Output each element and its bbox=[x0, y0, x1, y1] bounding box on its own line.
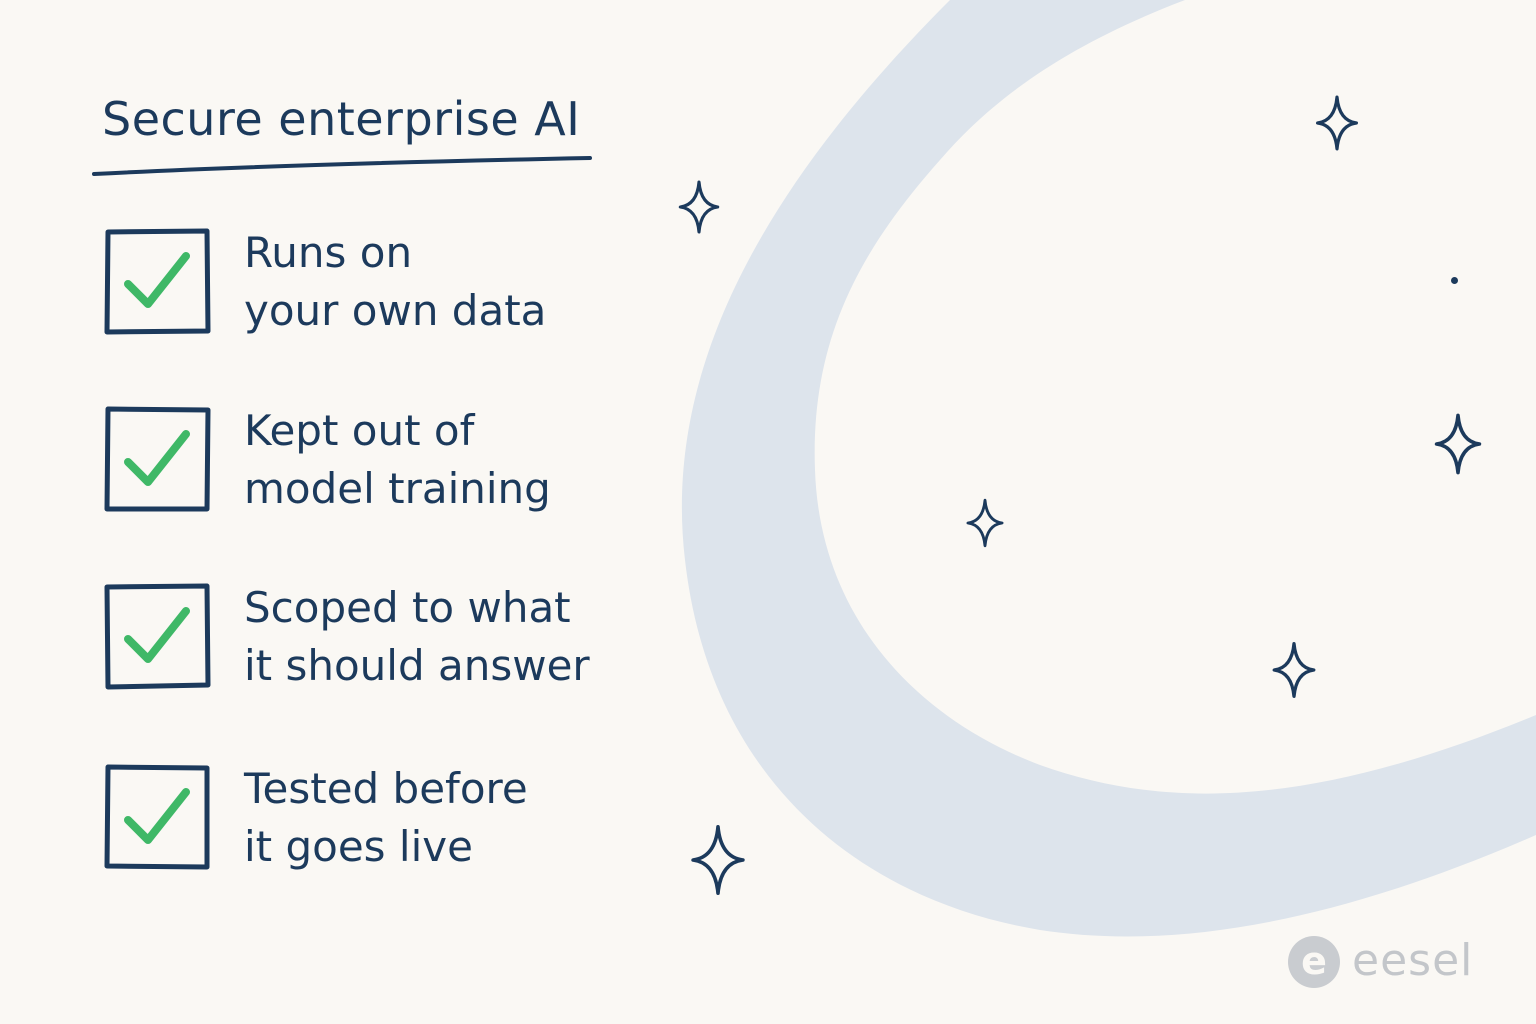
checklist-item-text: Scoped to what it should answer bbox=[244, 579, 644, 695]
checklist-item: Runs on your own data bbox=[104, 228, 624, 368]
checklist-item-line: Runs on bbox=[244, 228, 413, 277]
checklist-item-text: Runs on your own data bbox=[244, 224, 644, 340]
sparkle-dot bbox=[1451, 277, 1458, 284]
sparkle-icon bbox=[1434, 413, 1482, 475]
check-mark-icon bbox=[124, 788, 190, 844]
sparkle-icon bbox=[678, 180, 720, 234]
checklist-item: Kept out of model training bbox=[104, 406, 624, 546]
check-mark-icon bbox=[124, 430, 190, 486]
checklist-item-line: it goes live bbox=[244, 822, 473, 871]
check-mark-icon bbox=[124, 607, 190, 663]
checklist-item-text: Kept out of model training bbox=[244, 402, 644, 518]
eesel-logo-mark: e bbox=[1301, 939, 1327, 983]
page-title: Secure enterprise AI bbox=[102, 92, 581, 146]
check-mark-icon bbox=[124, 252, 190, 308]
sparkle-icon bbox=[1316, 95, 1358, 151]
sparkle-icon bbox=[691, 824, 745, 896]
checkbox-icon bbox=[104, 764, 210, 870]
checklist-item-line: it should answer bbox=[244, 641, 590, 690]
checklist-item-text: Tested before it goes live bbox=[244, 760, 644, 876]
checklist-item: Tested before it goes live bbox=[104, 764, 624, 904]
checkbox-icon bbox=[104, 228, 211, 335]
title-underline bbox=[92, 156, 592, 176]
checklist-item-line: your own data bbox=[244, 286, 547, 335]
sparkle-icon bbox=[1272, 641, 1316, 699]
eesel-wordmark: eesel bbox=[1352, 935, 1474, 986]
checklist-item-line: Kept out of bbox=[244, 406, 475, 455]
checklist-item: Scoped to what it should answer bbox=[104, 583, 624, 723]
checkbox-icon bbox=[104, 583, 211, 690]
checkbox-icon bbox=[104, 406, 211, 512]
eesel-logo: e eesel bbox=[1288, 936, 1488, 990]
checklist-item-line: model training bbox=[244, 464, 551, 513]
eesel-logo-icon: e bbox=[1288, 936, 1340, 988]
sparkle-icon bbox=[966, 498, 1004, 548]
checklist-item-line: Tested before bbox=[244, 764, 528, 813]
checklist-item-line: Scoped to what bbox=[244, 583, 571, 632]
